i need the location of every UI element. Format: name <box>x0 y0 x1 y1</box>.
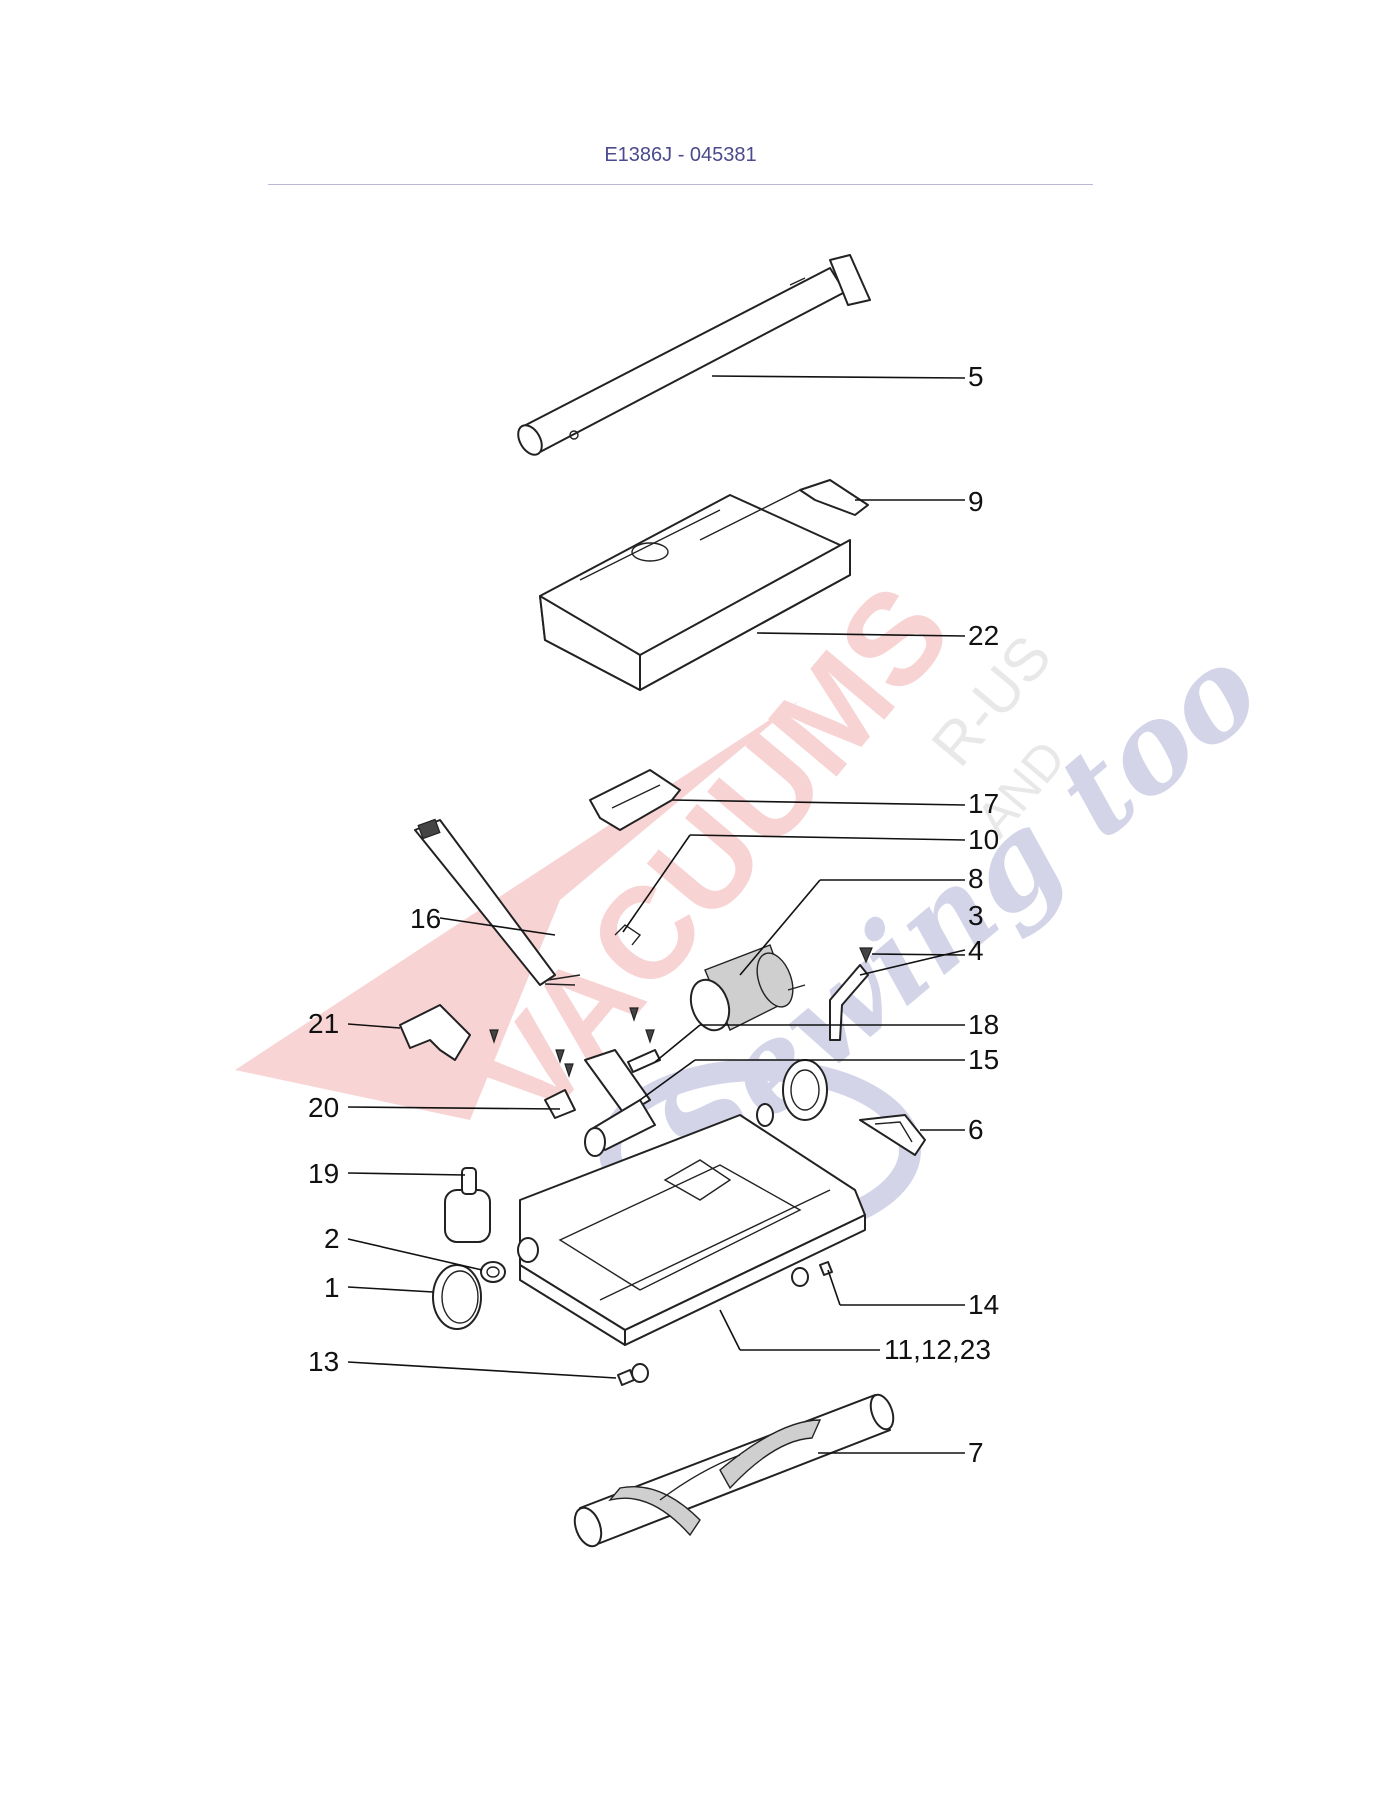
callout-19: 19 <box>308 1158 339 1189</box>
part-latch <box>544 1089 576 1119</box>
callout-10: 10 <box>968 824 999 855</box>
callout-13: 13 <box>308 1346 339 1377</box>
callout-17: 17 <box>968 788 999 819</box>
callout-7: 7 <box>968 1437 984 1468</box>
callout-4: 4 <box>968 935 984 966</box>
callout-8: 8 <box>968 863 984 894</box>
part-bearing-cup <box>756 1059 828 1127</box>
part-hose-connector <box>584 1049 656 1157</box>
model-number-title: E1386J - 045381 <box>604 144 757 166</box>
callout-2: 2 <box>324 1223 340 1254</box>
callout-18: 18 <box>968 1009 999 1040</box>
part-washer <box>480 1261 506 1283</box>
header-divider <box>268 184 1093 185</box>
part-small-clip <box>614 924 642 946</box>
callout-6: 6 <box>968 1114 984 1145</box>
callout-5: 5 <box>968 361 984 392</box>
callout-16: 16 <box>410 903 441 934</box>
part-belt <box>859 1114 926 1156</box>
leader-lines <box>347 375 966 1454</box>
callout-1: 1 <box>324 1272 340 1303</box>
callout-11-12-23: 11,12,23 <box>884 1334 991 1365</box>
part-pedal <box>399 1004 471 1061</box>
part-wheel <box>432 1264 482 1330</box>
part-spring-clip <box>829 964 869 1041</box>
part-base-housing <box>517 1114 866 1346</box>
part-clip <box>799 479 869 516</box>
part-screw <box>859 947 873 964</box>
part-end-cap <box>617 1363 649 1386</box>
callout-3: 3 <box>968 900 984 931</box>
part-wheel-assembly <box>444 1167 491 1243</box>
part-handle-tube <box>517 254 871 456</box>
part-top-cover <box>539 489 851 691</box>
callout-20: 20 <box>308 1092 339 1123</box>
part-bushing <box>791 1261 833 1287</box>
callout-21: 21 <box>308 1008 339 1039</box>
part-brush-roll <box>573 1393 895 1548</box>
callout-15: 15 <box>968 1044 999 1075</box>
part-motor <box>689 944 806 1032</box>
part-power-cord <box>414 818 581 986</box>
callout-9: 9 <box>968 486 984 517</box>
callout-22: 22 <box>968 620 999 651</box>
callout-14: 14 <box>968 1289 999 1320</box>
part-small-pin <box>627 1049 661 1073</box>
part-screws <box>489 1007 655 1078</box>
callout-labels: 5 9 22 17 10 8 3 4 18 15 6 14 11,12,23 7… <box>308 361 999 1468</box>
